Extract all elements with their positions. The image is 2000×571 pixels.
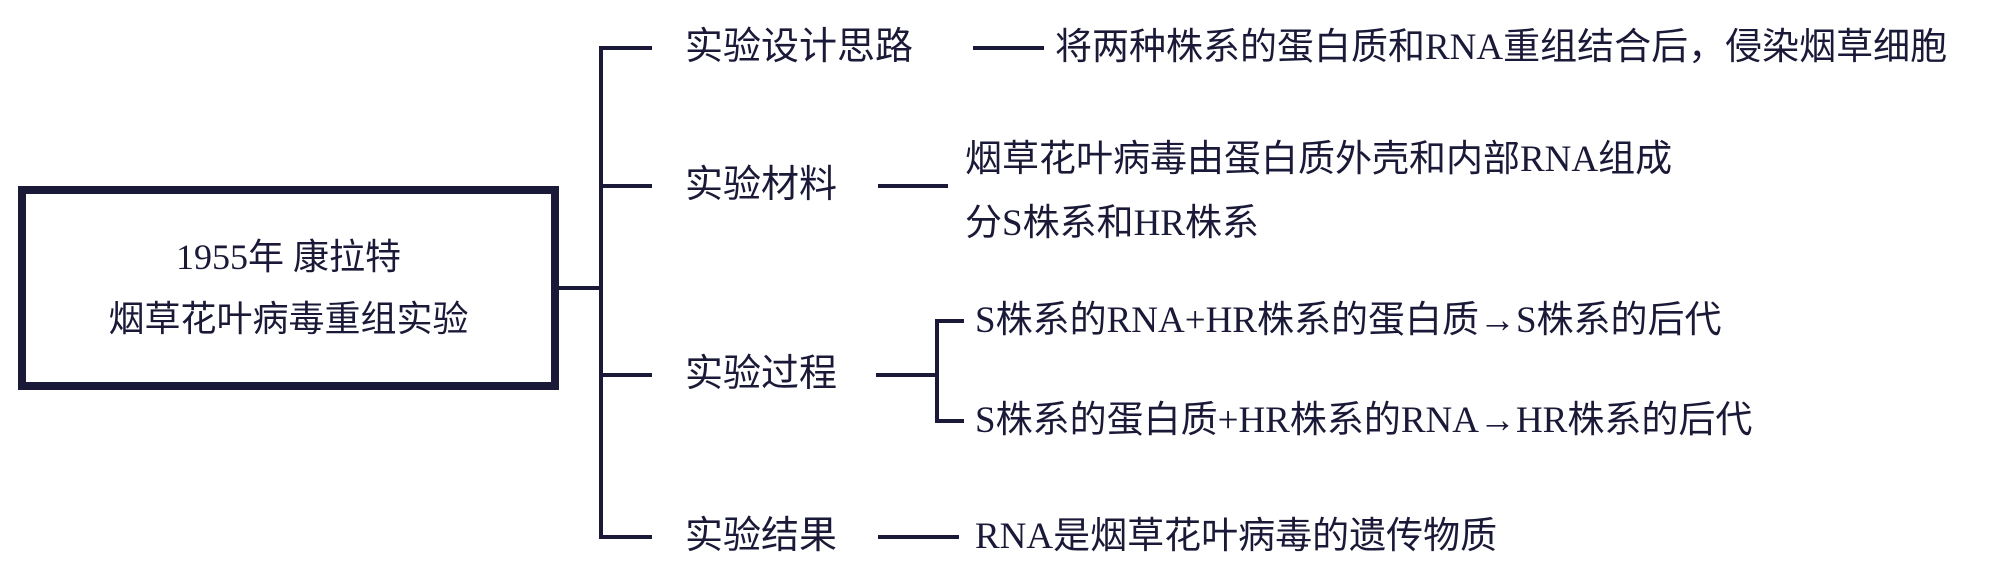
connector-main-spine <box>599 46 652 539</box>
branch-content-materials: 烟草花叶病毒由蛋白质外壳和内部RNA组成 分S株系和HR株系 <box>965 128 1672 256</box>
branch-content-design: 将两种株系的蛋白质和RNA重组结合后，侵染烟草细胞 <box>1055 26 1948 68</box>
branch-content-result: RNA是烟草花叶病毒的遗传物质 <box>975 515 1498 557</box>
connector-process-bracket <box>935 319 964 423</box>
root-node-line2: 烟草花叶病毒重组实验 <box>108 299 469 339</box>
branch-label-process: 实验过程 <box>685 353 838 396</box>
branch-content-materials-line2: 分S株系和HR株系 <box>965 203 1259 244</box>
branch-process-child-1: S株系的RNA+HR株系的蛋白质→S株系的后代 <box>975 299 1722 341</box>
branch-content-materials-line1: 烟草花叶病毒由蛋白质外壳和内部RNA组成 <box>965 139 1673 180</box>
root-node-line1: 1955年 康拉特 <box>175 237 401 277</box>
branch-process-child-2: S株系的蛋白质+HR株系的RNA→HR株系的后代 <box>975 399 1753 441</box>
branch-label-result: 实验结果 <box>685 515 838 558</box>
root-node: 1955年 康拉特 烟草花叶病毒重组实验 <box>18 186 559 390</box>
branch-label-design: 实验设计思路 <box>685 26 914 69</box>
branch-label-materials: 实验材料 <box>685 164 838 207</box>
